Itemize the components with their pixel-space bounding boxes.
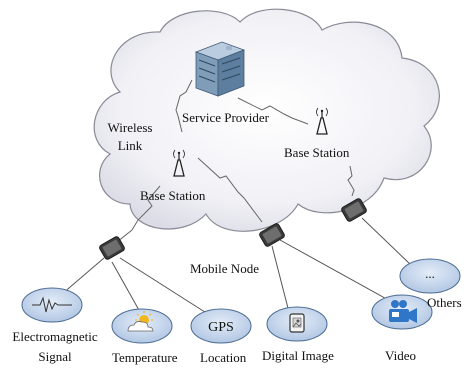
waveform-icon xyxy=(32,296,72,313)
base-station-right-label: Base Station xyxy=(284,145,350,160)
link-phone-signal xyxy=(61,257,105,295)
link-phone-temperature xyxy=(111,261,141,313)
digital-image-label: Digital Image xyxy=(262,348,334,363)
antenna-icon-right xyxy=(316,107,328,135)
video-label: Video xyxy=(385,348,416,363)
link-phone-video xyxy=(279,239,393,303)
link-phone-gps xyxy=(119,257,209,315)
service-provider-label: Service Provider xyxy=(182,110,270,125)
temperature-label: Temperature xyxy=(112,350,178,365)
wireless-link-label-line1: Wireless xyxy=(107,120,153,135)
electromagnetic-label-line1: Electromagnetic xyxy=(12,329,98,344)
link-left-bs-phone-mid xyxy=(197,157,263,223)
gps-bubble-text: GPS xyxy=(208,320,234,335)
server-rack-icon xyxy=(194,41,246,97)
base-station-left-label: Base Station xyxy=(140,188,206,203)
link-phone-others xyxy=(361,217,413,267)
link-provider-right-bs xyxy=(237,97,309,125)
antenna-icon-left xyxy=(173,149,185,177)
bubble-gps xyxy=(190,308,252,344)
mobile-node-label: Mobile Node xyxy=(190,261,259,276)
link-phone-image xyxy=(271,245,291,317)
link-right-bs-phone xyxy=(347,165,355,197)
sun-cloud-icon xyxy=(127,311,154,332)
others-bubble-text: ... xyxy=(425,266,435,281)
link-provider-left-bs xyxy=(175,79,193,133)
location-label: Location xyxy=(200,350,247,365)
video-camera-icon xyxy=(389,300,417,323)
electromagnetic-label-line2: Signal xyxy=(38,349,72,364)
photo-icon xyxy=(289,313,305,333)
link-left-bs-phone-left xyxy=(111,185,161,247)
wireless-link-label-line2: Link xyxy=(117,138,143,153)
bubble-others xyxy=(399,258,461,294)
others-label: Others xyxy=(427,295,462,310)
mobile-phone-icon-left xyxy=(97,235,127,261)
bubble-electromagnetic xyxy=(21,287,83,323)
